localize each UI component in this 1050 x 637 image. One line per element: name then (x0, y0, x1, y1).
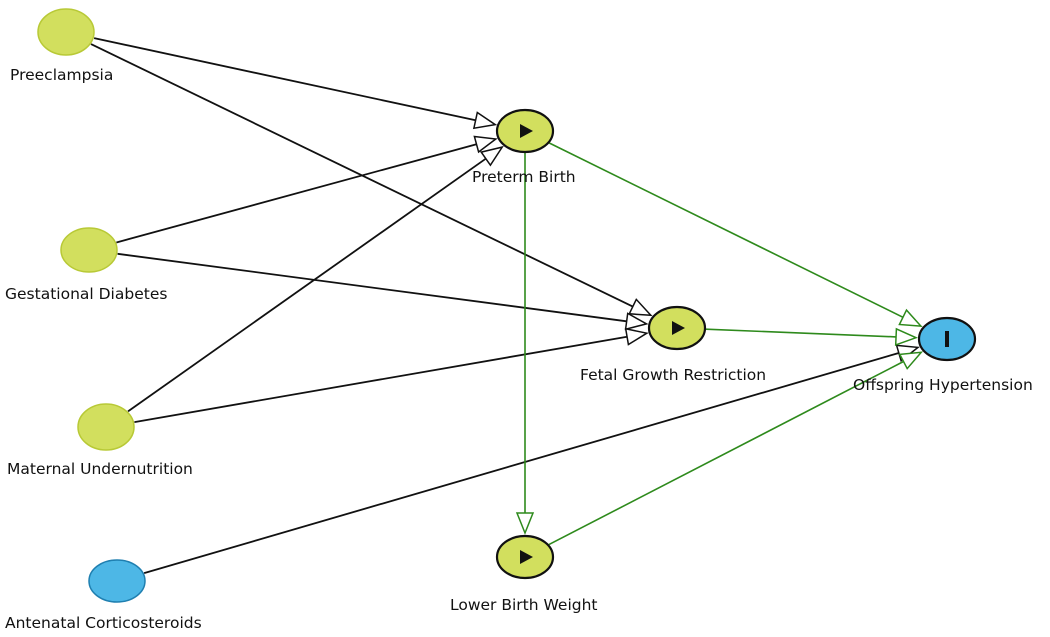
edge-line (127, 157, 487, 413)
bar-icon (945, 331, 949, 347)
edge-fetal_growth_restriction-to-offspring_hypertension (705, 327, 919, 346)
arrowhead-icon (898, 308, 923, 327)
node-lower-birth-weight (495, 534, 555, 580)
node-label-maternal-undernutrition: Maternal Undernutrition (7, 460, 193, 478)
edge-line (143, 352, 900, 574)
node-ellipse (37, 8, 95, 56)
node-fetal-growth-restriction (647, 305, 707, 351)
edge-lower_birth_weight-to-offspring_hypertension (548, 351, 924, 546)
edge-layer (90, 37, 924, 574)
node-layer (37, 8, 977, 603)
node-preterm-birth (495, 108, 555, 154)
node-label-gestational-diabetes: Gestational Diabetes (5, 285, 167, 303)
edge-maternal_undernutrition-to-preterm_birth (127, 145, 504, 413)
arrowhead-icon (472, 111, 498, 130)
arrowhead-icon (479, 145, 504, 167)
node-label-offspring-hypertension: Offspring Hypertension (853, 376, 1033, 394)
node-label-lower-birth-weight: Lower Birth Weight (450, 596, 598, 614)
node-gestational-diabetes (60, 227, 118, 273)
edge-line (548, 142, 904, 319)
arrowhead-icon (628, 298, 653, 317)
node-offspring-hypertension (917, 316, 977, 362)
arrowhead-icon (473, 135, 498, 154)
edge-maternal_undernutrition-to-fetal_growth_restriction (134, 327, 649, 423)
arrowhead-icon (515, 512, 535, 536)
node-preeclampsia (37, 8, 95, 56)
arrowhead-icon (894, 327, 919, 346)
node-label-preeclampsia: Preeclampsia (10, 66, 113, 84)
node-label-antenatal-corticosteroids: Antenatal Corticosteroids (5, 614, 202, 632)
edge-line (548, 360, 904, 546)
edge-preterm_birth-to-lower_birth_weight (515, 153, 535, 536)
play-icon (520, 550, 533, 564)
edge-preterm_birth-to-offspring_hypertension (548, 142, 923, 327)
edge-line (93, 37, 476, 122)
edge-line (134, 335, 628, 423)
edge-line (705, 328, 897, 338)
play-icon (520, 124, 533, 138)
edge-line (116, 143, 477, 244)
edge-gestational_diabetes-to-preterm_birth (116, 135, 498, 244)
node-ellipse (77, 403, 135, 451)
node-maternal-undernutrition (77, 403, 135, 451)
edge-gestational_diabetes-to-fetal_growth_restriction (117, 252, 649, 331)
arrowhead-icon (898, 351, 924, 370)
arrowhead-icon (624, 327, 649, 346)
play-icon (672, 321, 685, 335)
node-label-preterm-birth: Preterm Birth (472, 168, 576, 186)
node-ellipse (88, 559, 146, 603)
node-ellipse (60, 227, 118, 273)
edge-line (117, 252, 627, 323)
node-antenatal-corticosteroids (88, 559, 146, 603)
arrowhead-icon (624, 312, 649, 331)
node-label-fetal-growth-restriction: Fetal Growth Restriction (580, 366, 766, 384)
edge-preeclampsia-to-preterm_birth (93, 37, 498, 130)
